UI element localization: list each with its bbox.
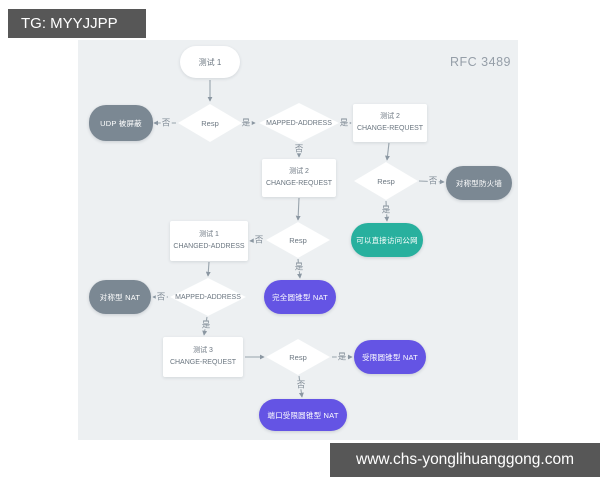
node-test-1: 测试 1 [180, 46, 240, 78]
node-subtitle: CHANGE-REQUEST [265, 180, 333, 187]
node-title: 测试 2 [289, 168, 309, 176]
diagram-title-rfc-3489: RFC 3489 [450, 55, 511, 69]
website-watermark: www.chs-yonglihuanggong.com [330, 443, 600, 477]
telegram-watermark: TG: MYYJJPP [8, 9, 146, 38]
node-open-internet: 可以直接访问公网 [351, 223, 423, 257]
node-full-cone-nat: 完全圆锥型 NAT [264, 280, 336, 314]
node-test-2-right: 测试 2 CHANGE-REQUEST [353, 104, 427, 142]
edge-label-no: 否 [160, 117, 172, 128]
node-subtitle: CHANGE-REQUEST [356, 125, 424, 132]
node-title: 测试 1 [199, 231, 219, 239]
node-title: 测试 3 [193, 347, 213, 355]
edge-label-yes: 是 [200, 319, 212, 330]
edge-label-no: 否 [155, 291, 167, 302]
edge-label-yes: 是 [293, 261, 305, 272]
node-symmetric-nat: 对称型 NAT [89, 280, 151, 314]
node-restricted-cone-nat: 受限圆锥型 NAT [354, 340, 426, 374]
node-test-3: 测试 3 CHANGE-REQUEST [163, 337, 243, 377]
node-udp-blocked: UDP 被屏蔽 [89, 105, 153, 141]
edge-label-no: 否 [253, 234, 265, 245]
node-subtitle: CHANGE-REQUEST [169, 359, 237, 366]
edge-label-yes: 是 [380, 204, 392, 215]
node-test-1-changed-address: 测试 1 CHANGED-ADDRESS [170, 221, 248, 261]
node-test-2-down: 测试 2 CHANGE-REQUEST [262, 159, 336, 197]
edge-label-no: 否 [293, 143, 305, 154]
node-port-restricted-cone-nat: 端口受限圆锥型 NAT [259, 399, 347, 431]
node-subtitle: CHANGED-ADDRESS [173, 243, 245, 250]
edge-label-yes: 是 [336, 351, 348, 362]
edge-label-yes: 是 [240, 117, 252, 128]
node-title: 测试 2 [380, 113, 400, 121]
node-symmetric-firewall: 对称型防火墙 [446, 166, 512, 200]
edge-label-no: 否 [295, 379, 307, 390]
edge-label-yes: 是 [338, 117, 350, 128]
edge-label-no: 否 [427, 175, 439, 186]
